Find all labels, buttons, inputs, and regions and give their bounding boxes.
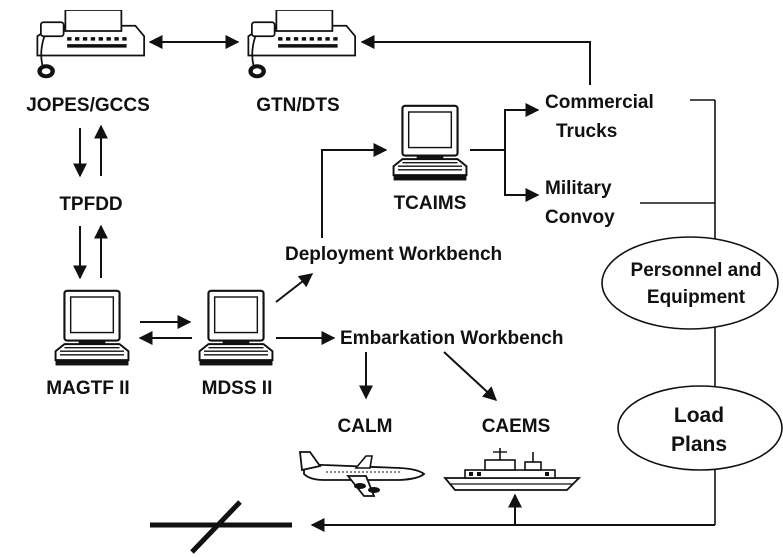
deployment-workbench-label: Deployment Workbench (285, 244, 502, 265)
jopes-label: JOPES/GCCS (26, 95, 150, 116)
commercial-trucks-label-line2: Trucks (556, 121, 617, 142)
fax-machine-icon (247, 10, 357, 80)
personnel-equipment-label-line1: Personnel and (631, 260, 762, 281)
arrow-mdss-to-deployment (275, 273, 314, 303)
military-convoy-label-line1: Military (545, 178, 612, 199)
calm-label: CALM (338, 416, 393, 437)
computer-terminal-icon (198, 289, 274, 367)
personnel-equipment-label-line2: Equipment (647, 287, 746, 308)
arrow-to-commercial (504, 103, 540, 150)
embarkation-workbench-label: Embarkation Workbench (340, 328, 563, 349)
computer-terminal-icon (54, 289, 130, 367)
load-plans-label-line1: Load (674, 404, 724, 427)
tpfdd-label: TPFDD (59, 194, 122, 215)
load-plans-ellipse (617, 385, 783, 471)
caems-label: CAEMS (482, 416, 551, 437)
ship-icon (443, 448, 582, 491)
magtf-label: MAGTF II (46, 378, 129, 399)
arrow-commercial-to-gtn (360, 35, 591, 85)
arrow-embarkation-to-caems (443, 351, 498, 401)
load-plans-label-line2: Plans (671, 433, 727, 456)
blocked-path-icon (150, 500, 292, 554)
commercial-trucks-label-line1: Commercial (545, 92, 654, 113)
tcaims-label: TCAIMS (394, 193, 467, 214)
gtn-label: GTN/DTS (256, 95, 339, 116)
arrow-deployment-to-tcaims (321, 143, 388, 238)
arrow-to-military (504, 150, 540, 202)
airplane-icon (298, 451, 426, 497)
personnel-equipment-ellipse (601, 236, 779, 330)
military-convoy-label-line2: Convoy (545, 207, 615, 228)
mdss-label: MDSS II (202, 378, 273, 399)
fax-machine-icon (36, 10, 146, 80)
computer-terminal-icon (392, 104, 468, 182)
